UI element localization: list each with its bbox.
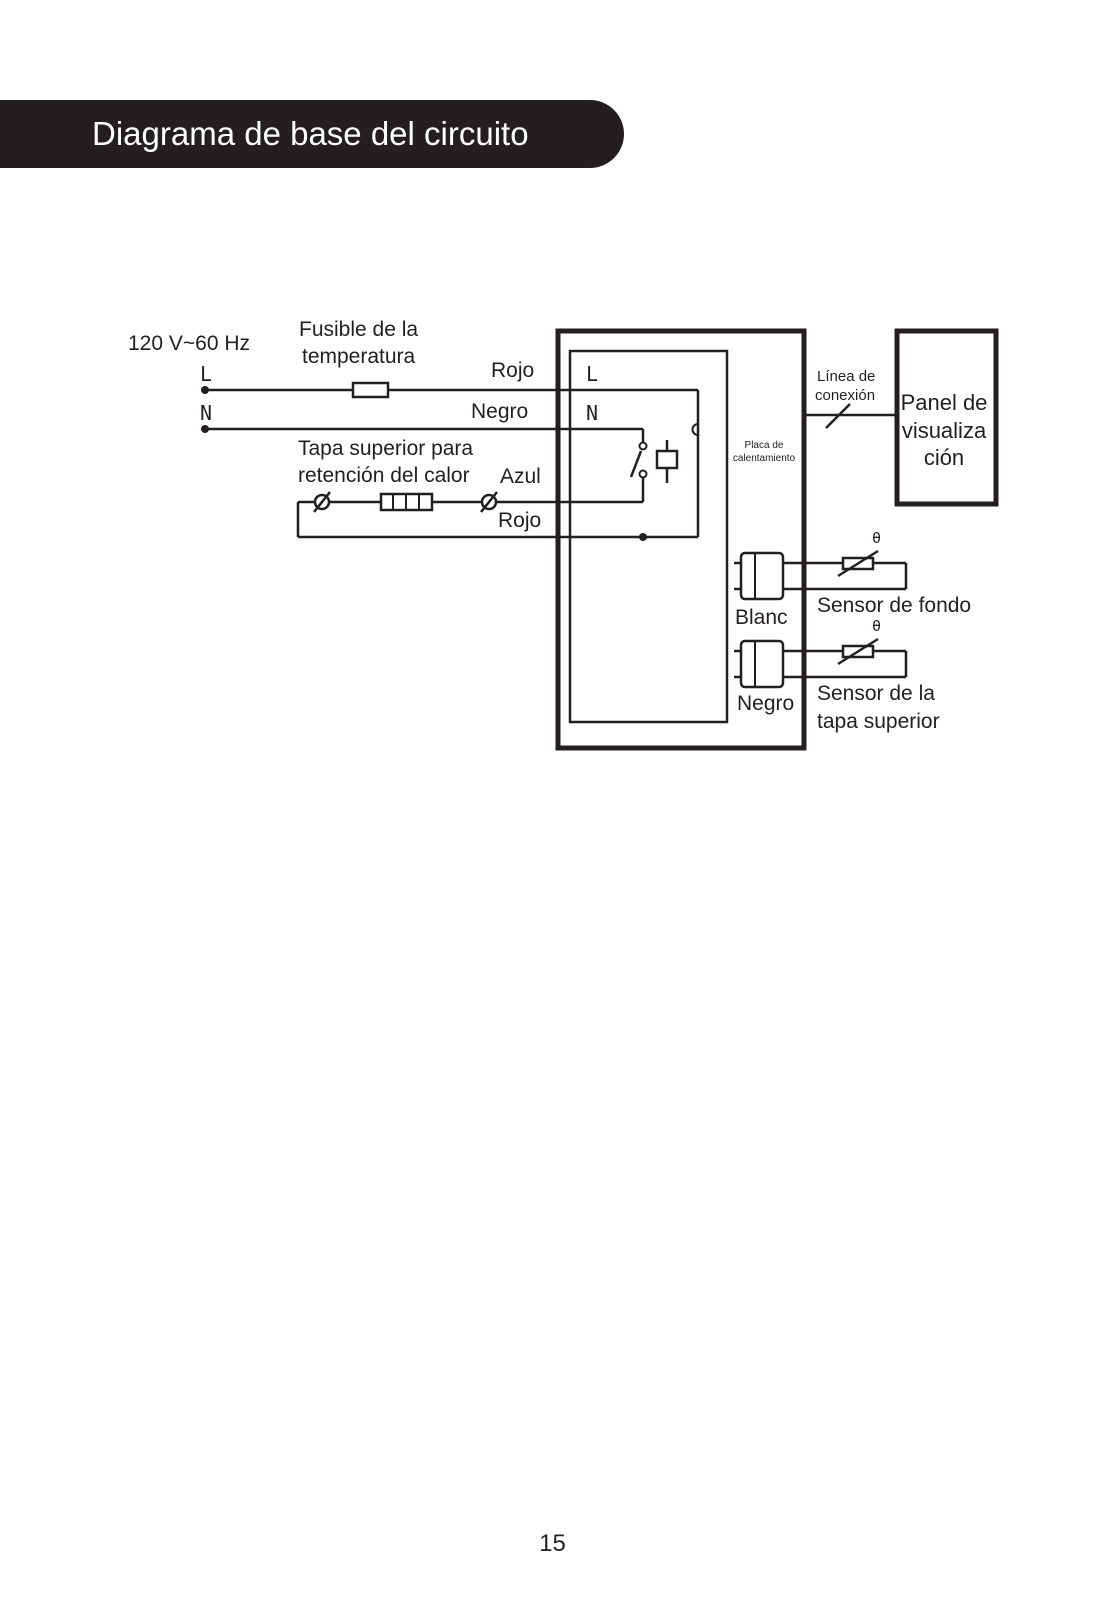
junction-dot: [639, 533, 647, 541]
supply-l-label: L: [200, 362, 212, 386]
board-terminal-l: L: [586, 362, 598, 386]
thermal-fuse-symbol: [351, 381, 390, 399]
fuse-label-line2: temperatura: [302, 345, 416, 368]
fuse-label-line1: Fusible de la: [299, 318, 418, 341]
lid-sensor-connector: [739, 639, 785, 689]
lid-sensor-connector-color: Negro: [737, 692, 794, 715]
bottom-sensor-label: Sensor de fondo: [817, 594, 971, 617]
lid-heater-label-line2: retención del calor: [298, 464, 470, 487]
wire-label-negro: Negro: [471, 400, 528, 423]
control-board-outer: [555, 328, 807, 751]
connection-line-label-2: conexión: [815, 387, 875, 404]
bottom-sensor-theta: θ: [872, 529, 881, 547]
lid-sensor-theta: θ: [872, 617, 881, 635]
wire-label-rojo-top: Rojo: [491, 359, 534, 382]
lid-heater-label-line1: Tapa superior para: [298, 437, 473, 460]
wire-label-rojo-bottom: Rojo: [498, 509, 541, 532]
relay-contact-top: [638, 441, 648, 451]
bottom-sensor-connector-color: Blanc: [735, 606, 788, 629]
lid-sensor-label-line1: Sensor de la: [817, 682, 935, 705]
section-title: Diagrama de base del circuito: [92, 115, 529, 152]
display-panel-box: [894, 328, 999, 507]
board-terminal-n: N: [586, 401, 598, 425]
supply-n-label: N: [200, 401, 212, 425]
board-label-line2: calentamiento: [733, 453, 796, 464]
wire-label-azul: Azul: [500, 465, 541, 488]
display-panel-label-3: ción: [924, 445, 964, 470]
connection-line-label-1: Línea de: [817, 368, 875, 385]
wire-l-bump: [691, 423, 699, 436]
page-number: 15: [539, 1530, 566, 1557]
relay-contact-bottom: [638, 469, 648, 479]
relay-coil-symbol: [655, 449, 679, 470]
bottom-sensor-connector: [739, 551, 785, 601]
relay-switch-blade: [629, 450, 643, 478]
connector-terminal-right-slash: [480, 491, 498, 513]
lid-sensor-label-line2: tapa superior: [817, 710, 940, 733]
connection-line-bus-slash: [825, 403, 851, 429]
lid-sensor-thermistor-slash: [837, 637, 879, 666]
connector-terminal-left-slash: [313, 491, 331, 513]
bottom-sensor-thermistor-slash: [837, 549, 879, 578]
board-label-line1: Placa de: [745, 440, 784, 451]
display-panel-label-1: Panel de: [901, 390, 988, 415]
display-panel-label-2: visualiza: [902, 418, 987, 443]
section-header-bar: Diagrama de base del circuito: [0, 100, 624, 168]
supply-voltage-label: 120 V~60 Hz: [128, 332, 250, 355]
